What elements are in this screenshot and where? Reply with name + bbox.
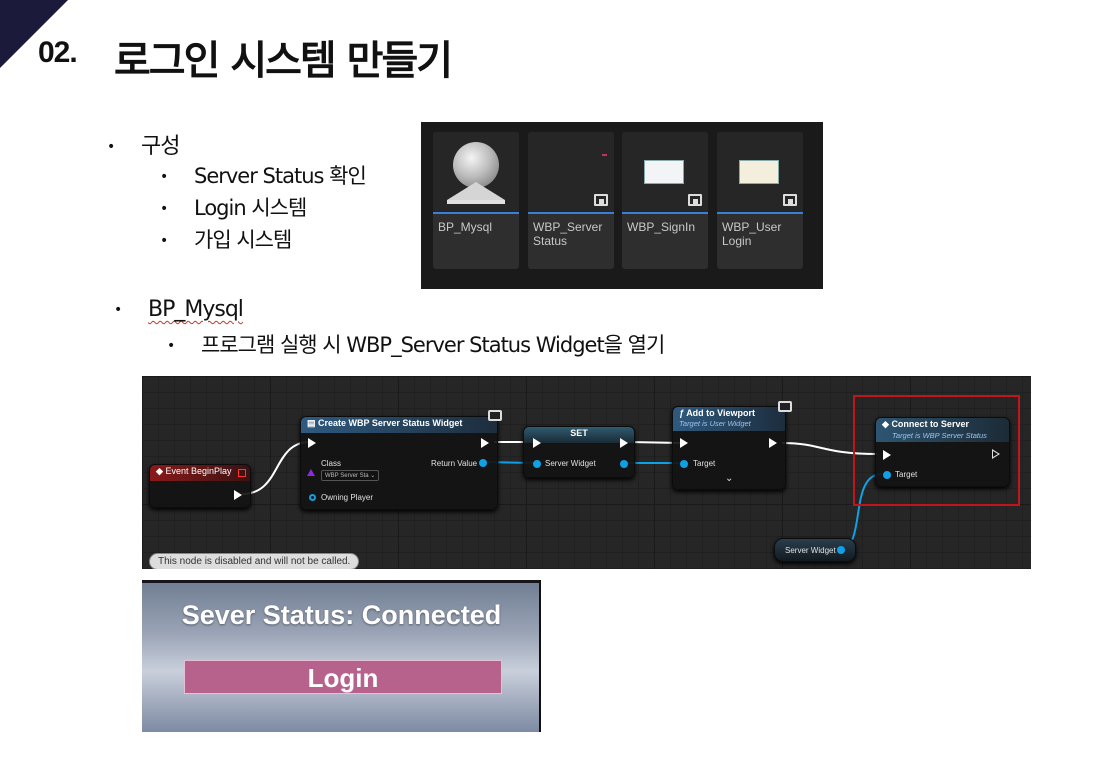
exec-out-pin[interactable]: [481, 438, 489, 448]
slide-number: 02.: [38, 36, 78, 69]
asset-name: BP_Mysql: [438, 220, 493, 234]
outline-item: •가입 시스템: [160, 228, 292, 252]
class-pin[interactable]: [307, 469, 315, 476]
set-pin-label: Server Widget: [545, 459, 596, 468]
disabled-node-note: This node is disabled and will not be ca…: [149, 553, 360, 569]
outline-item: •Server Status 확인: [160, 164, 367, 188]
exec-out-pin[interactable]: [769, 438, 777, 448]
bullet-dot: •: [107, 139, 115, 155]
widget-preview: Sever Status: Connected Login: [142, 580, 541, 732]
expand-chevron-icon[interactable]: ⌄: [725, 473, 734, 484]
asset-tile-wbp-server-status[interactable]: WBP_Server Status: [528, 132, 614, 269]
event-node-title: ◆ Event BeginPlay: [150, 465, 250, 481]
event-beginplay-node[interactable]: ◆ Event BeginPlay: [149, 464, 251, 508]
getter-label: Server Widget: [785, 546, 836, 555]
sphere-icon: [453, 142, 499, 188]
exec-in-pin[interactable]: [308, 438, 316, 448]
event-diamond-icon: ◆: [882, 419, 889, 429]
connect-node-title: ◆ Connect to Server Target is WBP Server…: [876, 418, 1009, 442]
server-widget-in-pin[interactable]: [533, 460, 541, 468]
outline-item: •Login 시스템: [160, 196, 307, 220]
set-node-title: SET: [524, 427, 634, 443]
bp-description: •프로그램 실행 시 WBP_Server Status Widget을 열기: [167, 333, 665, 357]
monitor-icon: [488, 410, 502, 421]
widget-thumbnail: [739, 160, 779, 184]
return-value-label: Return Value: [431, 459, 478, 468]
target-label: Target: [693, 459, 716, 468]
asset-tile-wbp-signin[interactable]: WBP_SignIn: [622, 132, 708, 269]
class-dropdown[interactable]: WBP Server Sta ⌄: [321, 470, 380, 481]
owning-player-label: Owning Player: [321, 493, 374, 502]
exec-out-pin[interactable]: [620, 438, 628, 448]
target-label: Target: [895, 470, 918, 479]
owning-player-pin[interactable]: [309, 494, 316, 501]
asset-name: WBP_SignIn: [627, 220, 696, 234]
target-pin[interactable]: [680, 460, 688, 468]
server-widget-getter-node[interactable]: Server Widget: [774, 538, 856, 562]
event-diamond-icon: ◆: [156, 466, 163, 476]
widget-icon: [688, 194, 702, 206]
return-value-pin[interactable]: [479, 459, 487, 467]
asset-tile-wbp-user-login[interactable]: WBP_User Login: [717, 132, 803, 269]
exec-in-pin[interactable]: [883, 450, 891, 460]
connect-to-server-node[interactable]: ◆ Connect to Server Target is WBP Server…: [875, 417, 1010, 487]
server-widget-out-pin[interactable]: [620, 460, 628, 468]
asset-tile-bp-mysql[interactable]: BP_Mysql: [433, 132, 519, 269]
set-node[interactable]: SET Server Widget: [523, 426, 635, 478]
create-widget-node[interactable]: ▤ Create WBP Server Status Widget Class …: [300, 416, 498, 510]
exec-in-pin[interactable]: [680, 438, 688, 448]
add-to-viewport-node[interactable]: ƒ Add to Viewport Target is User Widget …: [672, 406, 786, 490]
corner-decoration: [0, 0, 68, 68]
create-node-title: ▤ Create WBP Server Status Widget: [301, 417, 497, 433]
server-status-text: Sever Status: Connected: [181, 600, 502, 630]
exec-in-pin[interactable]: [533, 438, 541, 448]
getter-out-pin[interactable]: [837, 546, 845, 554]
delegate-pin-icon: [238, 469, 246, 477]
widget-thumbnail: [644, 160, 684, 184]
login-button[interactable]: Login: [184, 660, 502, 694]
bp-heading: •BP_Mysql: [114, 297, 244, 322]
highlight-box: [853, 395, 1020, 506]
class-label: Class: [321, 459, 342, 468]
slide-title: 로그인 시스템 만들기: [114, 38, 453, 84]
asset-name: WBP_Server Status: [533, 220, 603, 248]
exec-out-pin[interactable]: [234, 490, 242, 500]
target-pin[interactable]: [883, 471, 891, 479]
widget-node-icon: ▤: [307, 418, 316, 428]
asset-name: WBP_User Login: [722, 220, 782, 248]
asset-browser: BP_Mysql WBP_Server Status WBP_SignIn WB…: [421, 122, 823, 289]
blueprint-graph: ◆ Event BeginPlay ▤ Create WBP Server St…: [142, 376, 1031, 569]
monitor-icon: [778, 401, 792, 412]
widget-icon: [594, 194, 608, 206]
function-icon: ƒ: [679, 408, 685, 418]
viewport-node-title: ƒ Add to Viewport Target is User Widget: [673, 407, 785, 431]
outline-heading: •구성: [107, 134, 180, 159]
widget-icon: [783, 194, 797, 206]
